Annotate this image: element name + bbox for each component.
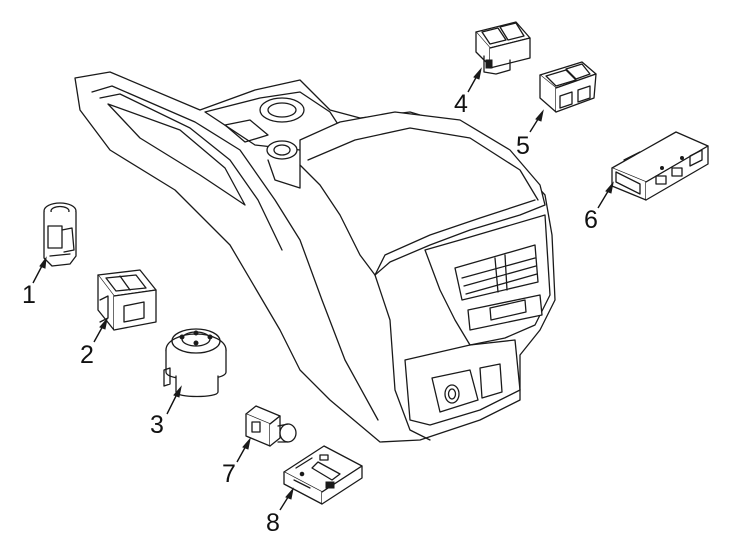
part-5-switch	[539, 61, 597, 113]
part-4-seat-heater-switch	[475, 21, 531, 75]
callout-4: 4	[454, 90, 468, 118]
center-console	[74, 71, 556, 443]
part-3-power-outlet	[163, 328, 227, 398]
callout-labels: 1 2 3 4 5 6 7 8	[22, 90, 598, 537]
callout-7: 7	[222, 460, 236, 488]
part-1-usb-port	[43, 202, 77, 267]
part-8-usb-charger	[283, 445, 363, 505]
leader-lines	[32, 67, 614, 511]
part-6-usb-hub-module	[611, 131, 709, 201]
callout-6: 6	[584, 206, 598, 234]
callout-3: 3	[150, 411, 164, 439]
callout-5: 5	[516, 132, 530, 160]
callout-2: 2	[80, 341, 94, 369]
callout-1: 1	[22, 281, 36, 309]
part-2-switch-module	[97, 269, 157, 331]
part-7-connector	[245, 405, 297, 447]
callout-8: 8	[266, 509, 280, 537]
